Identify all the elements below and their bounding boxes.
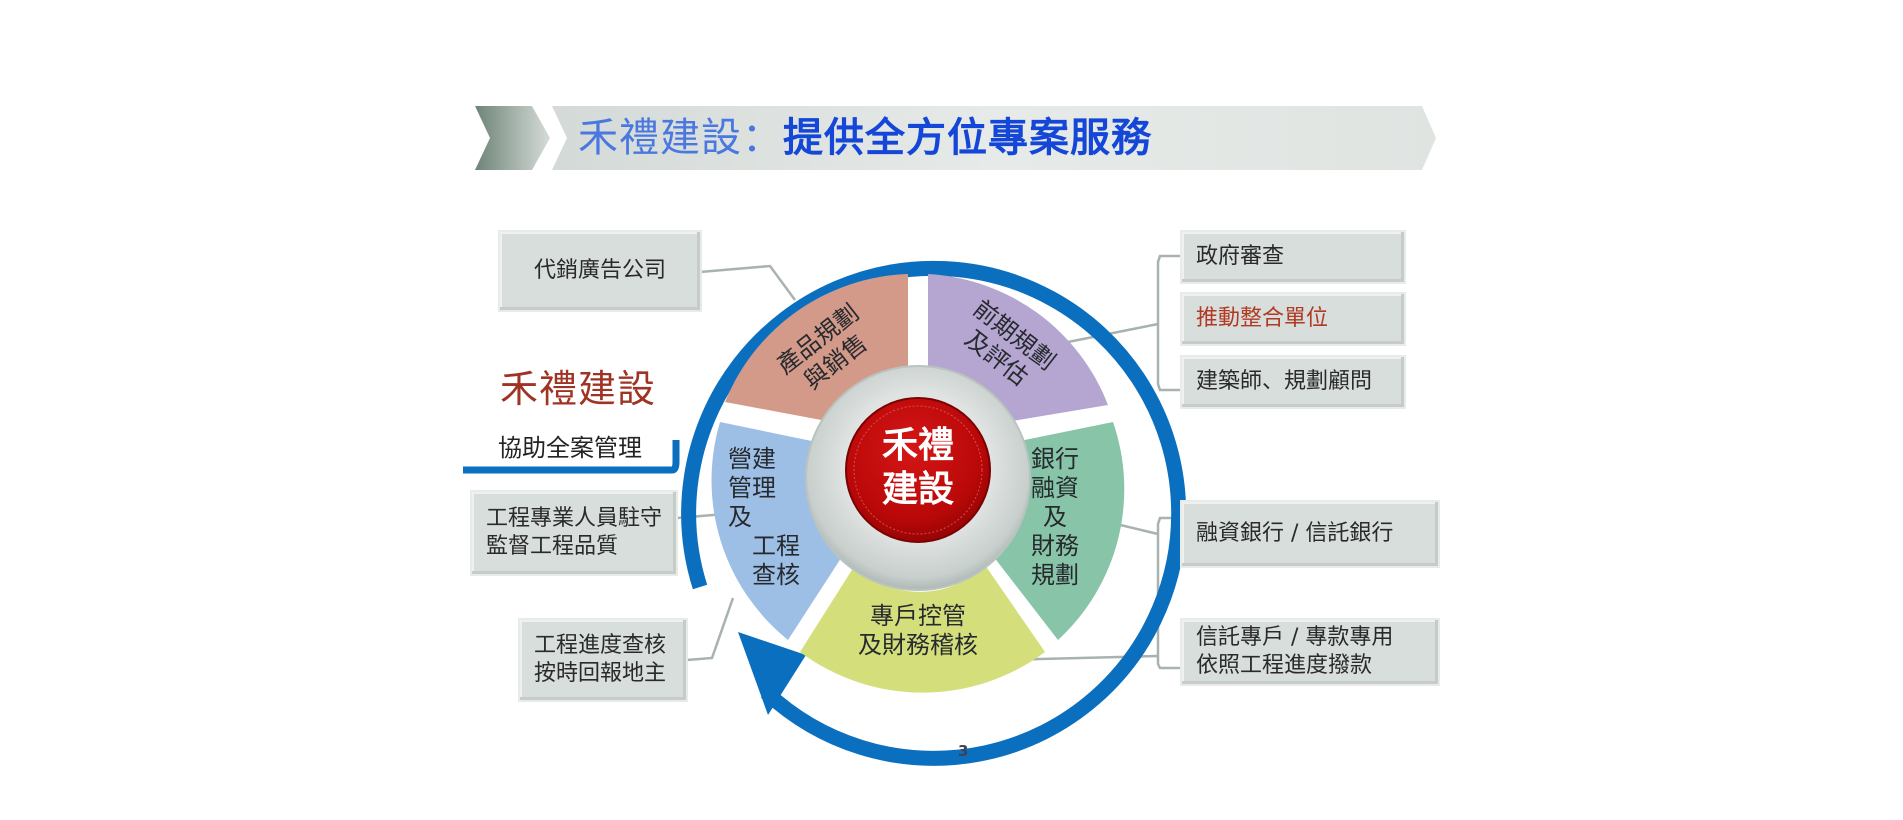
cycle-arrow-icon <box>681 260 1187 766</box>
title-prefix: 禾禮建設： <box>578 115 783 161</box>
callout-architect: 建築師、規劃顧問 <box>1180 355 1406 409</box>
center-label: 禾禮 建設 <box>881 425 954 510</box>
brand-label: 禾禮建設 <box>500 367 657 411</box>
chevron-icon <box>475 106 550 170</box>
callout-onsite-staff: 工程專業人員駐守 監督工程品質 <box>470 490 678 576</box>
brand-underline <box>463 440 680 474</box>
segment-label-construction: 營建 管理 及 工程 查核 <box>728 445 800 589</box>
callout-agency: 代銷廣告公司 <box>498 230 702 312</box>
callout-integration-unit: 推動整合單位 <box>1180 292 1406 346</box>
title-main: 提供全方位專案服務 <box>783 115 1152 161</box>
page-number: 3 <box>958 742 969 760</box>
segment-escrow <box>800 565 1045 693</box>
callout-banks: 融資銀行 / 信託銀行 <box>1180 500 1440 568</box>
title-banner <box>475 106 1436 170</box>
segment-label-escrow: 專戶控管 及財務稽核 <box>858 602 978 659</box>
brand-subtitle: 協助全案管理 <box>498 434 642 462</box>
page-title: 禾禮建設：提供全方位專案服務 <box>578 110 1152 166</box>
segment-label-finance: 銀行 融資 及 財務 規劃 <box>1031 445 1079 589</box>
callout-trust-account: 信託專戶 / 專款專用 依照工程進度撥款 <box>1180 618 1440 686</box>
callout-progress-report: 工程進度查核 按時回報地主 <box>518 618 688 702</box>
center-button <box>845 397 991 543</box>
callout-government-review: 政府審查 <box>1180 230 1406 284</box>
